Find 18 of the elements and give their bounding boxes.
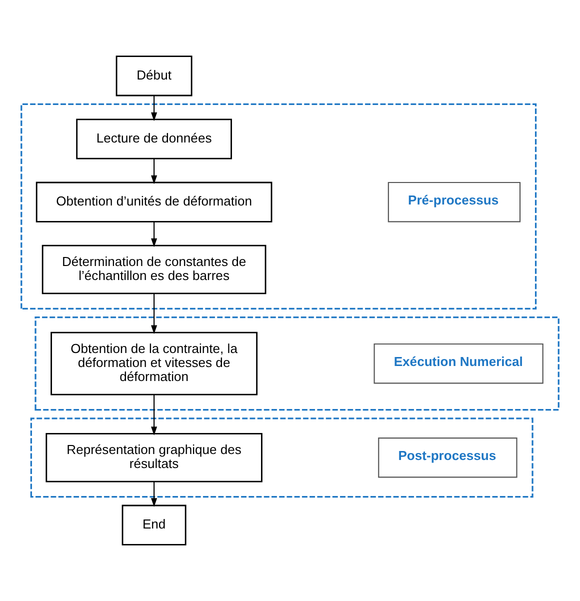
arrow <box>151 96 158 122</box>
node-box: Représentation graphique des résultats <box>46 433 262 482</box>
node-box: Obtention d’unités de déformation <box>36 182 272 222</box>
node-box: Lecture de données <box>76 118 232 160</box>
arrow <box>151 158 158 184</box>
node-box: Exécution Numerical <box>374 343 544 384</box>
arrow <box>151 482 158 507</box>
node-box: Pré-processus <box>388 182 521 222</box>
node-box: Détermination de constantes de l’échantillon es des barres <box>42 244 266 294</box>
arrow <box>151 394 158 436</box>
node-box: Début <box>116 56 192 96</box>
node-box: End <box>122 504 186 546</box>
node-box: Obtention de la contrainte, la déformation et vitesses de déformation <box>50 332 258 396</box>
arrow <box>151 294 158 334</box>
node-box: Post-processus <box>378 438 518 478</box>
arrow <box>151 222 158 248</box>
cluster <box>20 103 537 310</box>
cluster <box>34 316 560 411</box>
